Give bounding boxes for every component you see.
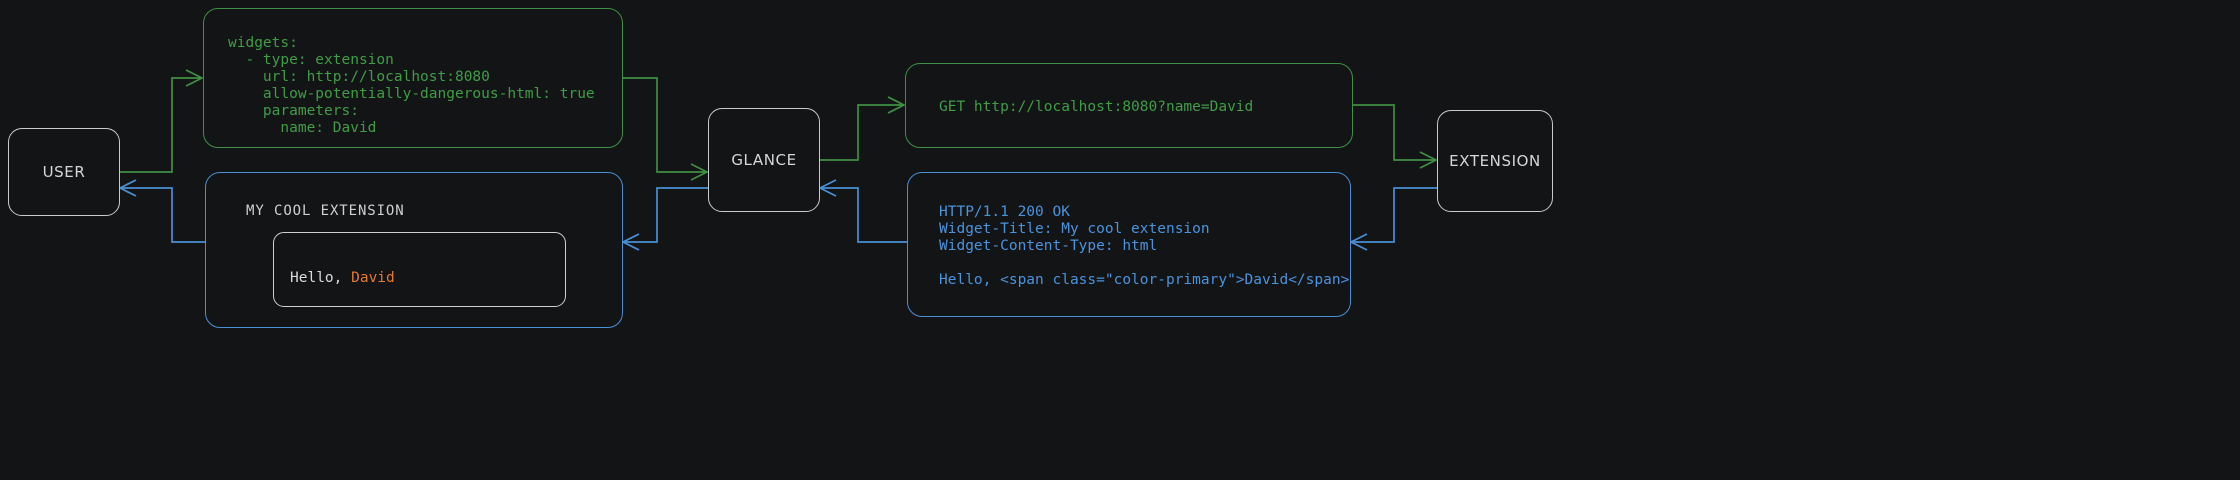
node-glance-label: GLANCE bbox=[731, 151, 797, 169]
widget-card-name: David bbox=[351, 270, 395, 286]
edge-yaml-to-glance bbox=[623, 77, 709, 181]
message-box-yaml-config[interactable]: widgets: - type: extension url: http://l… bbox=[203, 8, 623, 148]
edge-response-to-glance bbox=[818, 179, 907, 243]
widget-title: MY COOL EXTENSION bbox=[246, 203, 405, 219]
edge-extension-to-response bbox=[1349, 187, 1437, 251]
node-glance[interactable]: GLANCE bbox=[708, 108, 820, 212]
edge-glance-to-widget bbox=[621, 187, 708, 251]
widget-card[interactable]: Hello, David bbox=[273, 232, 566, 307]
widget-card-greeting: Hello, bbox=[290, 270, 352, 286]
yaml-config-text: widgets: - type: extension url: http://l… bbox=[228, 35, 595, 136]
node-extension[interactable]: EXTENSION bbox=[1437, 110, 1553, 212]
message-box-http-request[interactable]: GET http://localhost:8080?name=David bbox=[905, 63, 1353, 148]
node-user-label: USER bbox=[42, 163, 86, 181]
edge-request-to-extension bbox=[1353, 104, 1438, 169]
edge-widget-to-user bbox=[118, 179, 205, 243]
node-user[interactable]: USER bbox=[8, 128, 120, 216]
edge-user-to-yaml bbox=[120, 69, 204, 173]
http-request-text: GET http://localhost:8080?name=David bbox=[939, 99, 1254, 115]
message-box-http-response[interactable]: HTTP/1.1 200 OK Widget-Title: My cool ex… bbox=[907, 172, 1351, 317]
http-response-text: HTTP/1.1 200 OK Widget-Title: My cool ex… bbox=[939, 204, 1350, 288]
widget-card-text: Hello, David bbox=[290, 270, 395, 286]
node-extension-label: EXTENSION bbox=[1449, 152, 1541, 170]
message-box-rendered-widget[interactable]: MY COOL EXTENSION Hello, David bbox=[205, 172, 623, 328]
edge-glance-to-request bbox=[820, 96, 906, 161]
